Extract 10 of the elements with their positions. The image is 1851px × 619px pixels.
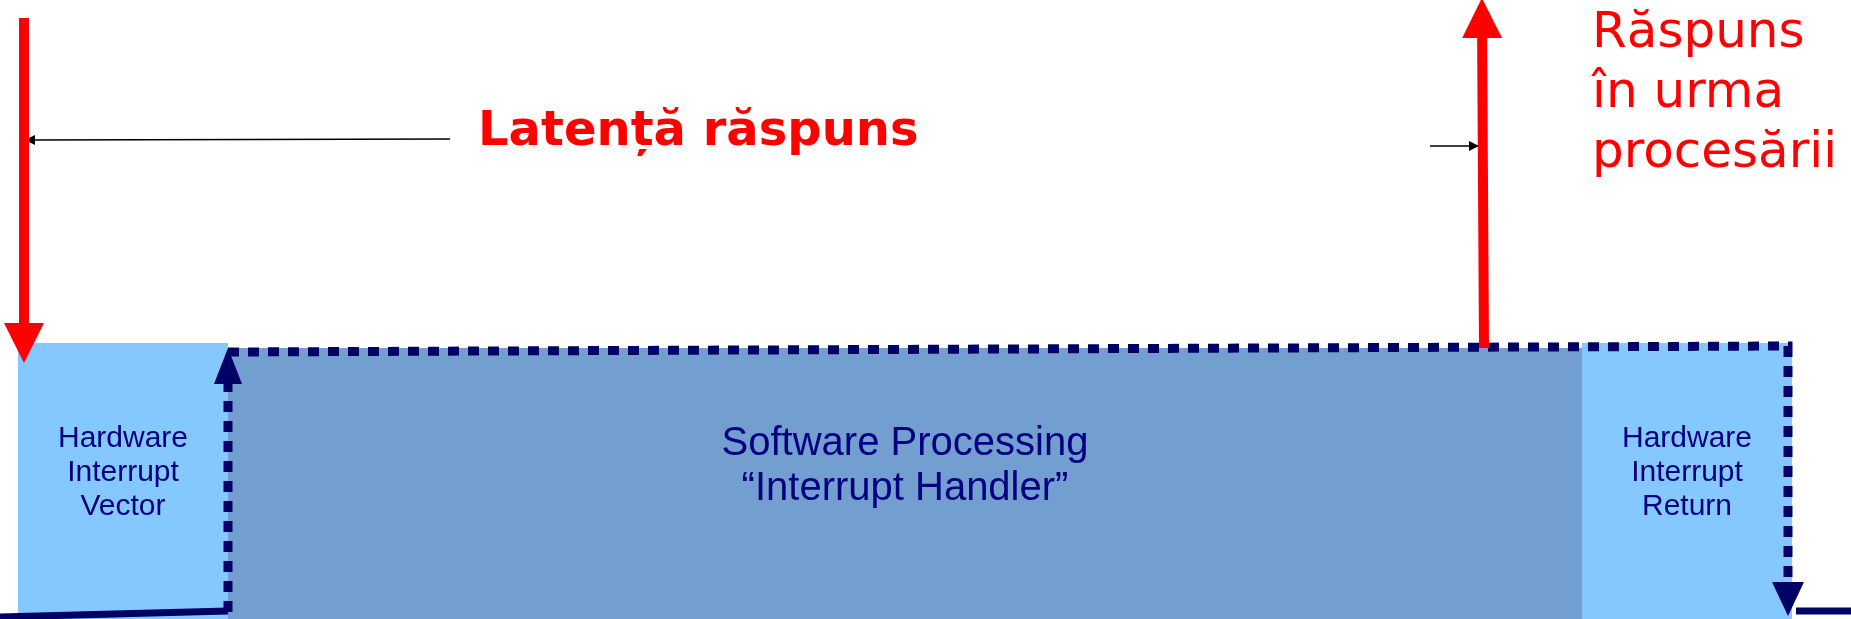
process-box <box>1582 343 1792 619</box>
process-box <box>228 348 1582 619</box>
box-label: Hardware Interrupt Return <box>1620 420 1754 522</box>
arrow <box>1462 0 1503 349</box>
arrow <box>4 18 44 363</box>
response-label: Răspuns în urma procesării <box>1592 0 1839 180</box>
process-box <box>18 343 228 619</box>
box-label: Software Processing “Interrupt Handler” <box>720 418 1090 509</box>
dimension-label: Latență răspuns <box>478 100 919 158</box>
box-label: Hardware Interrupt Vector <box>56 420 190 522</box>
